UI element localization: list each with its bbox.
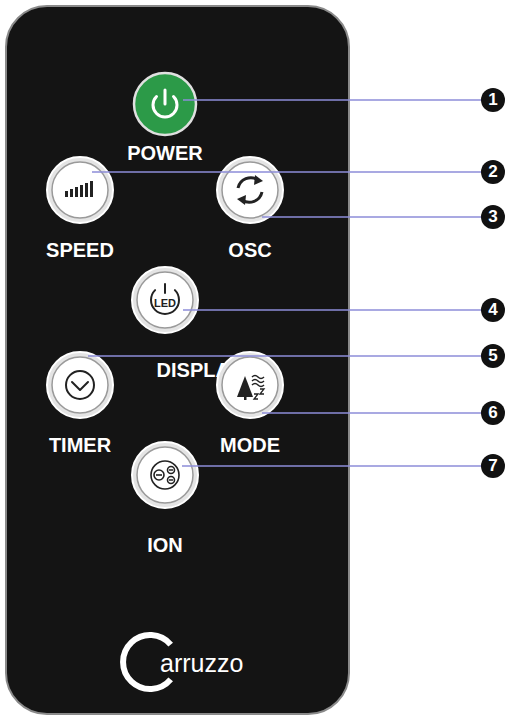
button-label: POWER: [110, 141, 220, 165]
mode-icon: [237, 376, 264, 401]
led-arc: [151, 290, 179, 314]
timer-icon: [66, 371, 94, 399]
ion-icon: [151, 461, 179, 489]
tree-trunk: [244, 396, 247, 400]
osc-arc: [242, 192, 262, 202]
leader-line: [262, 412, 482, 414]
button-circle: [134, 73, 196, 135]
tree-shape: [237, 376, 253, 397]
speed-icon: [65, 181, 93, 197]
button-label: MODE: [195, 433, 305, 457]
button-face: [52, 162, 108, 218]
speed-bar: [75, 187, 78, 197]
leader-line: [262, 216, 482, 218]
speed-bar: [80, 185, 83, 197]
remote-button: TIMER: [25, 345, 135, 455]
logo-text: arruzzo: [160, 648, 270, 678]
ion-small: [168, 467, 175, 474]
button-outline: [110, 260, 220, 370]
leader-line: [92, 171, 482, 173]
callout-number: 1: [481, 88, 505, 112]
timer-face: [66, 371, 94, 399]
remote-button: ION: [110, 435, 220, 545]
wave-lines: [252, 376, 264, 387]
button-circle: [132, 442, 198, 508]
leader-line: [88, 355, 482, 357]
callout-number: 4: [481, 298, 505, 322]
button-label: ION: [110, 533, 220, 557]
remote-body: arruzzoPOWERSPEEDOSCLEDDISPLAYTIMERMODEI…: [5, 5, 350, 715]
remote-button: OSC: [195, 150, 305, 260]
remote-button: MODE: [195, 345, 305, 455]
leader-line: [183, 309, 482, 311]
button-face: [222, 357, 278, 413]
button-label: SPEED: [25, 238, 135, 262]
led-icon: [151, 284, 179, 314]
leader-lines: [88, 100, 482, 466]
osc-arc: [238, 178, 258, 188]
button-face: [137, 272, 193, 328]
button-circle: [47, 157, 113, 223]
oscillation-icon: [237, 175, 263, 205]
button-circle: [217, 352, 283, 418]
ion-outer: [151, 461, 179, 489]
osc-head: [254, 175, 263, 185]
leader-line: [183, 99, 482, 101]
icon-text: LED: [145, 296, 185, 310]
power-arc: [153, 97, 177, 117]
led-stem: [164, 284, 166, 293]
callout-number: 6: [481, 401, 505, 425]
timer-chevron: [72, 382, 88, 390]
osc-head: [237, 195, 246, 205]
remote-button: LEDDISPLAY: [110, 260, 220, 370]
sleep-marks: [254, 389, 264, 399]
callout-number: 2: [481, 160, 505, 184]
speed-bar: [85, 183, 88, 197]
callout-number: 5: [481, 344, 505, 368]
logo-ring: [123, 635, 171, 689]
ion-minus: [156, 474, 162, 476]
callout-number: 3: [481, 205, 505, 229]
button-circle: [47, 352, 113, 418]
ion-inner: [154, 470, 164, 480]
ion-minus: [169, 470, 173, 480]
speed-bar: [70, 189, 73, 197]
button-circle: [132, 267, 198, 333]
button-face: [52, 357, 108, 413]
button-face: [222, 162, 278, 218]
callout-number: 7: [481, 454, 505, 478]
button-label: TIMER: [25, 433, 135, 457]
remote-button: SPEED: [25, 150, 135, 260]
button-label: OSC: [195, 238, 305, 262]
ion-small: [168, 477, 175, 484]
leader-line: [182, 465, 482, 467]
remote-button: POWER: [110, 64, 220, 174]
power-stem: [164, 90, 167, 104]
speed-bar: [90, 181, 93, 197]
button-face: [137, 447, 193, 503]
power-icon: [153, 90, 177, 117]
speed-bar: [65, 191, 68, 197]
button-outline: [110, 435, 220, 545]
button-circle: [217, 157, 283, 223]
